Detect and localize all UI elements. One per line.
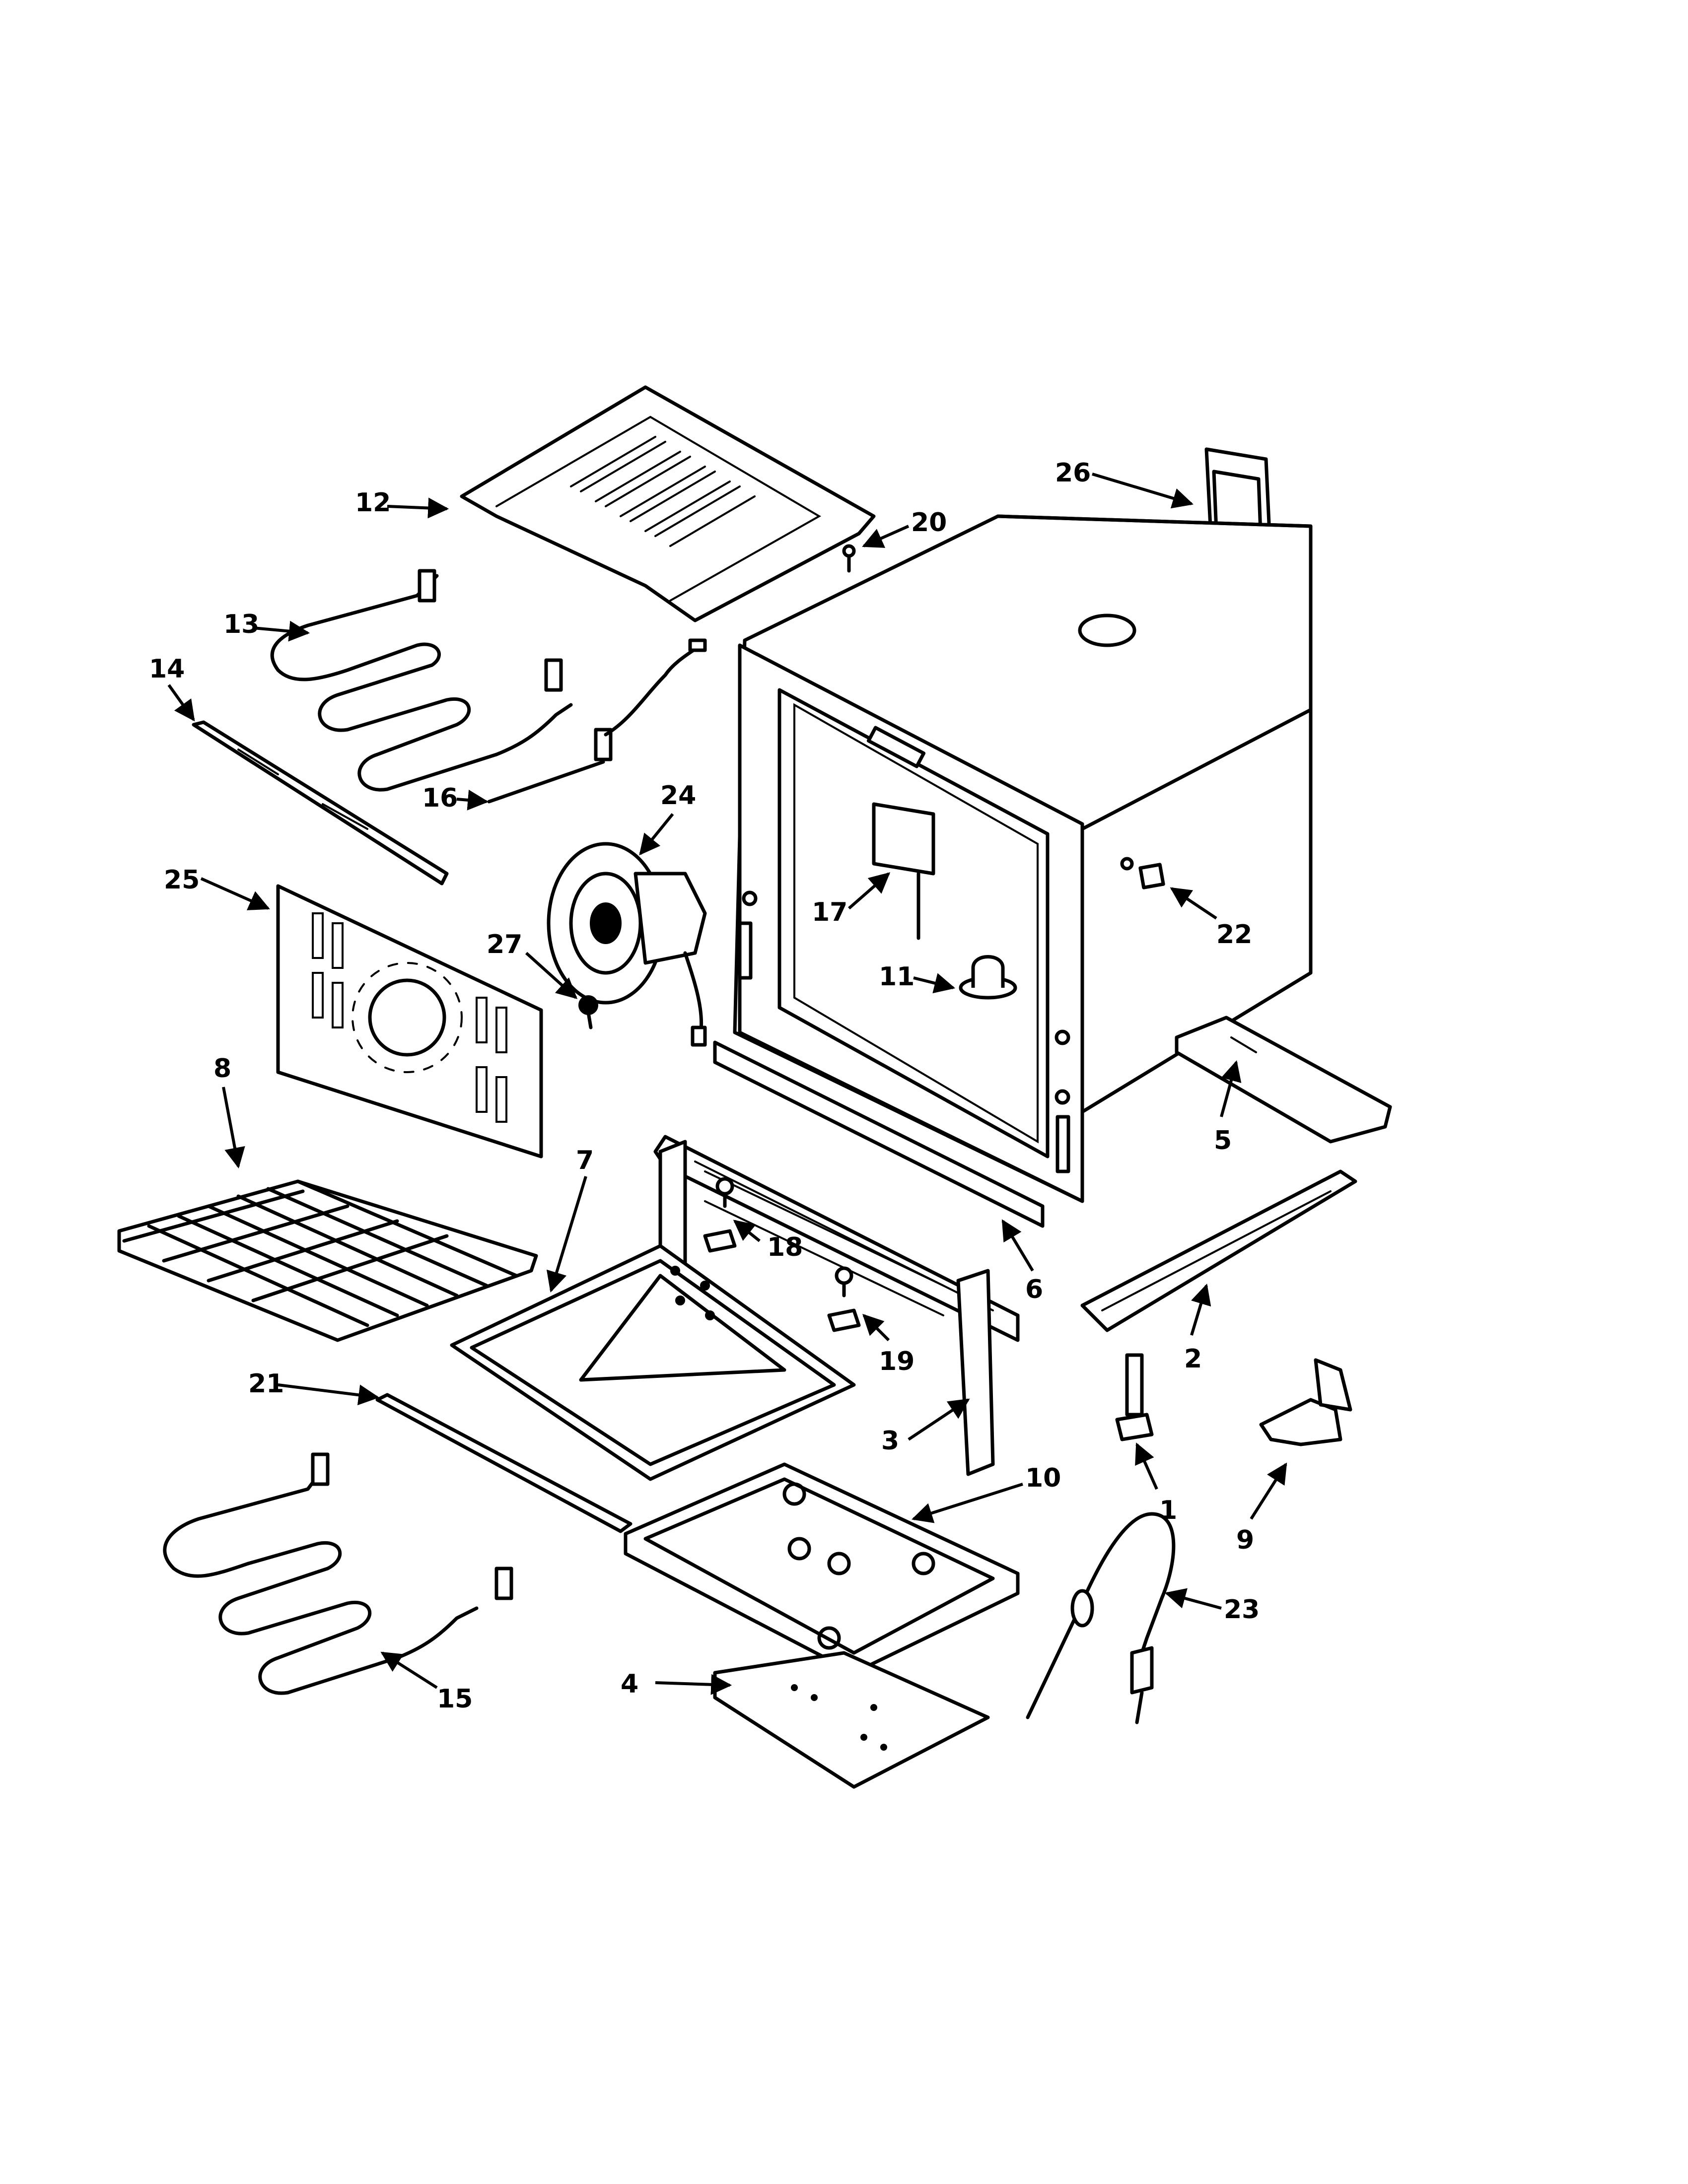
callout-9: 9 xyxy=(1236,1525,1254,1555)
part-19-clip xyxy=(827,1266,861,1332)
callout-7: 7 xyxy=(576,1146,594,1175)
callout-15: 15 xyxy=(437,1684,473,1714)
callout-4: 4 xyxy=(621,1669,638,1699)
callout-17: 17 xyxy=(812,897,847,927)
part-7-tray xyxy=(450,1244,856,1481)
callout-12: 12 xyxy=(355,488,391,518)
part-4-lower-panel xyxy=(713,1651,990,1789)
part-24-fan-motor xyxy=(547,842,707,1047)
part-23-probe xyxy=(1026,1512,1176,1724)
part-2-rail xyxy=(1080,1169,1357,1332)
callout-13: 13 xyxy=(223,610,259,639)
part-20-screw xyxy=(842,544,856,573)
callout-20: 20 xyxy=(911,508,947,538)
callout-24: 24 xyxy=(660,781,696,811)
callout-21: 21 xyxy=(248,1369,284,1399)
part-16-sensor xyxy=(487,638,707,804)
oven-cavity xyxy=(713,514,1313,1228)
part-10-bottom-panel xyxy=(624,1462,1020,1675)
part-1-leveling-leg xyxy=(1115,1353,1154,1441)
part-21-strip xyxy=(375,1393,633,1533)
part-22-connector xyxy=(1120,857,1165,889)
part-25-fan-cover xyxy=(276,884,543,1159)
callout-19: 19 xyxy=(879,1347,914,1376)
callout-23: 23 xyxy=(1224,1595,1260,1625)
callout-27: 27 xyxy=(487,930,522,959)
callout-16: 16 xyxy=(422,783,458,813)
callout-6: 6 xyxy=(1025,1275,1043,1304)
part-9-bracket xyxy=(1259,1358,1352,1446)
part-12-heat-shield xyxy=(460,385,876,622)
callout-10: 10 xyxy=(1025,1463,1061,1493)
part-27-screw xyxy=(578,995,598,1029)
callout-5: 5 xyxy=(1214,1126,1232,1156)
callout-25: 25 xyxy=(164,865,200,895)
part-8-oven-rack xyxy=(117,1179,538,1342)
leader-lines xyxy=(167,473,1287,1695)
callout-1: 1 xyxy=(1159,1496,1177,1525)
part-14-rod xyxy=(192,720,449,886)
callout-22: 22 xyxy=(1216,920,1252,950)
callout-2: 2 xyxy=(1184,1344,1202,1374)
callout-14: 14 xyxy=(149,654,185,684)
callout-18: 18 xyxy=(767,1232,803,1262)
part-5-rail xyxy=(1175,1016,1392,1144)
part-18-clip xyxy=(703,1177,737,1253)
part-13-broil-element xyxy=(270,569,573,792)
callout-8: 8 xyxy=(213,1054,231,1084)
part-15-bake-element xyxy=(163,1452,513,1695)
callout-3: 3 xyxy=(881,1426,899,1456)
callout-labels: 1 2 3 4 5 6 7 8 9 10 11 12 13 14 15 16 1… xyxy=(149,458,1260,1714)
callout-11: 11 xyxy=(879,962,914,992)
callout-26: 26 xyxy=(1055,458,1091,488)
